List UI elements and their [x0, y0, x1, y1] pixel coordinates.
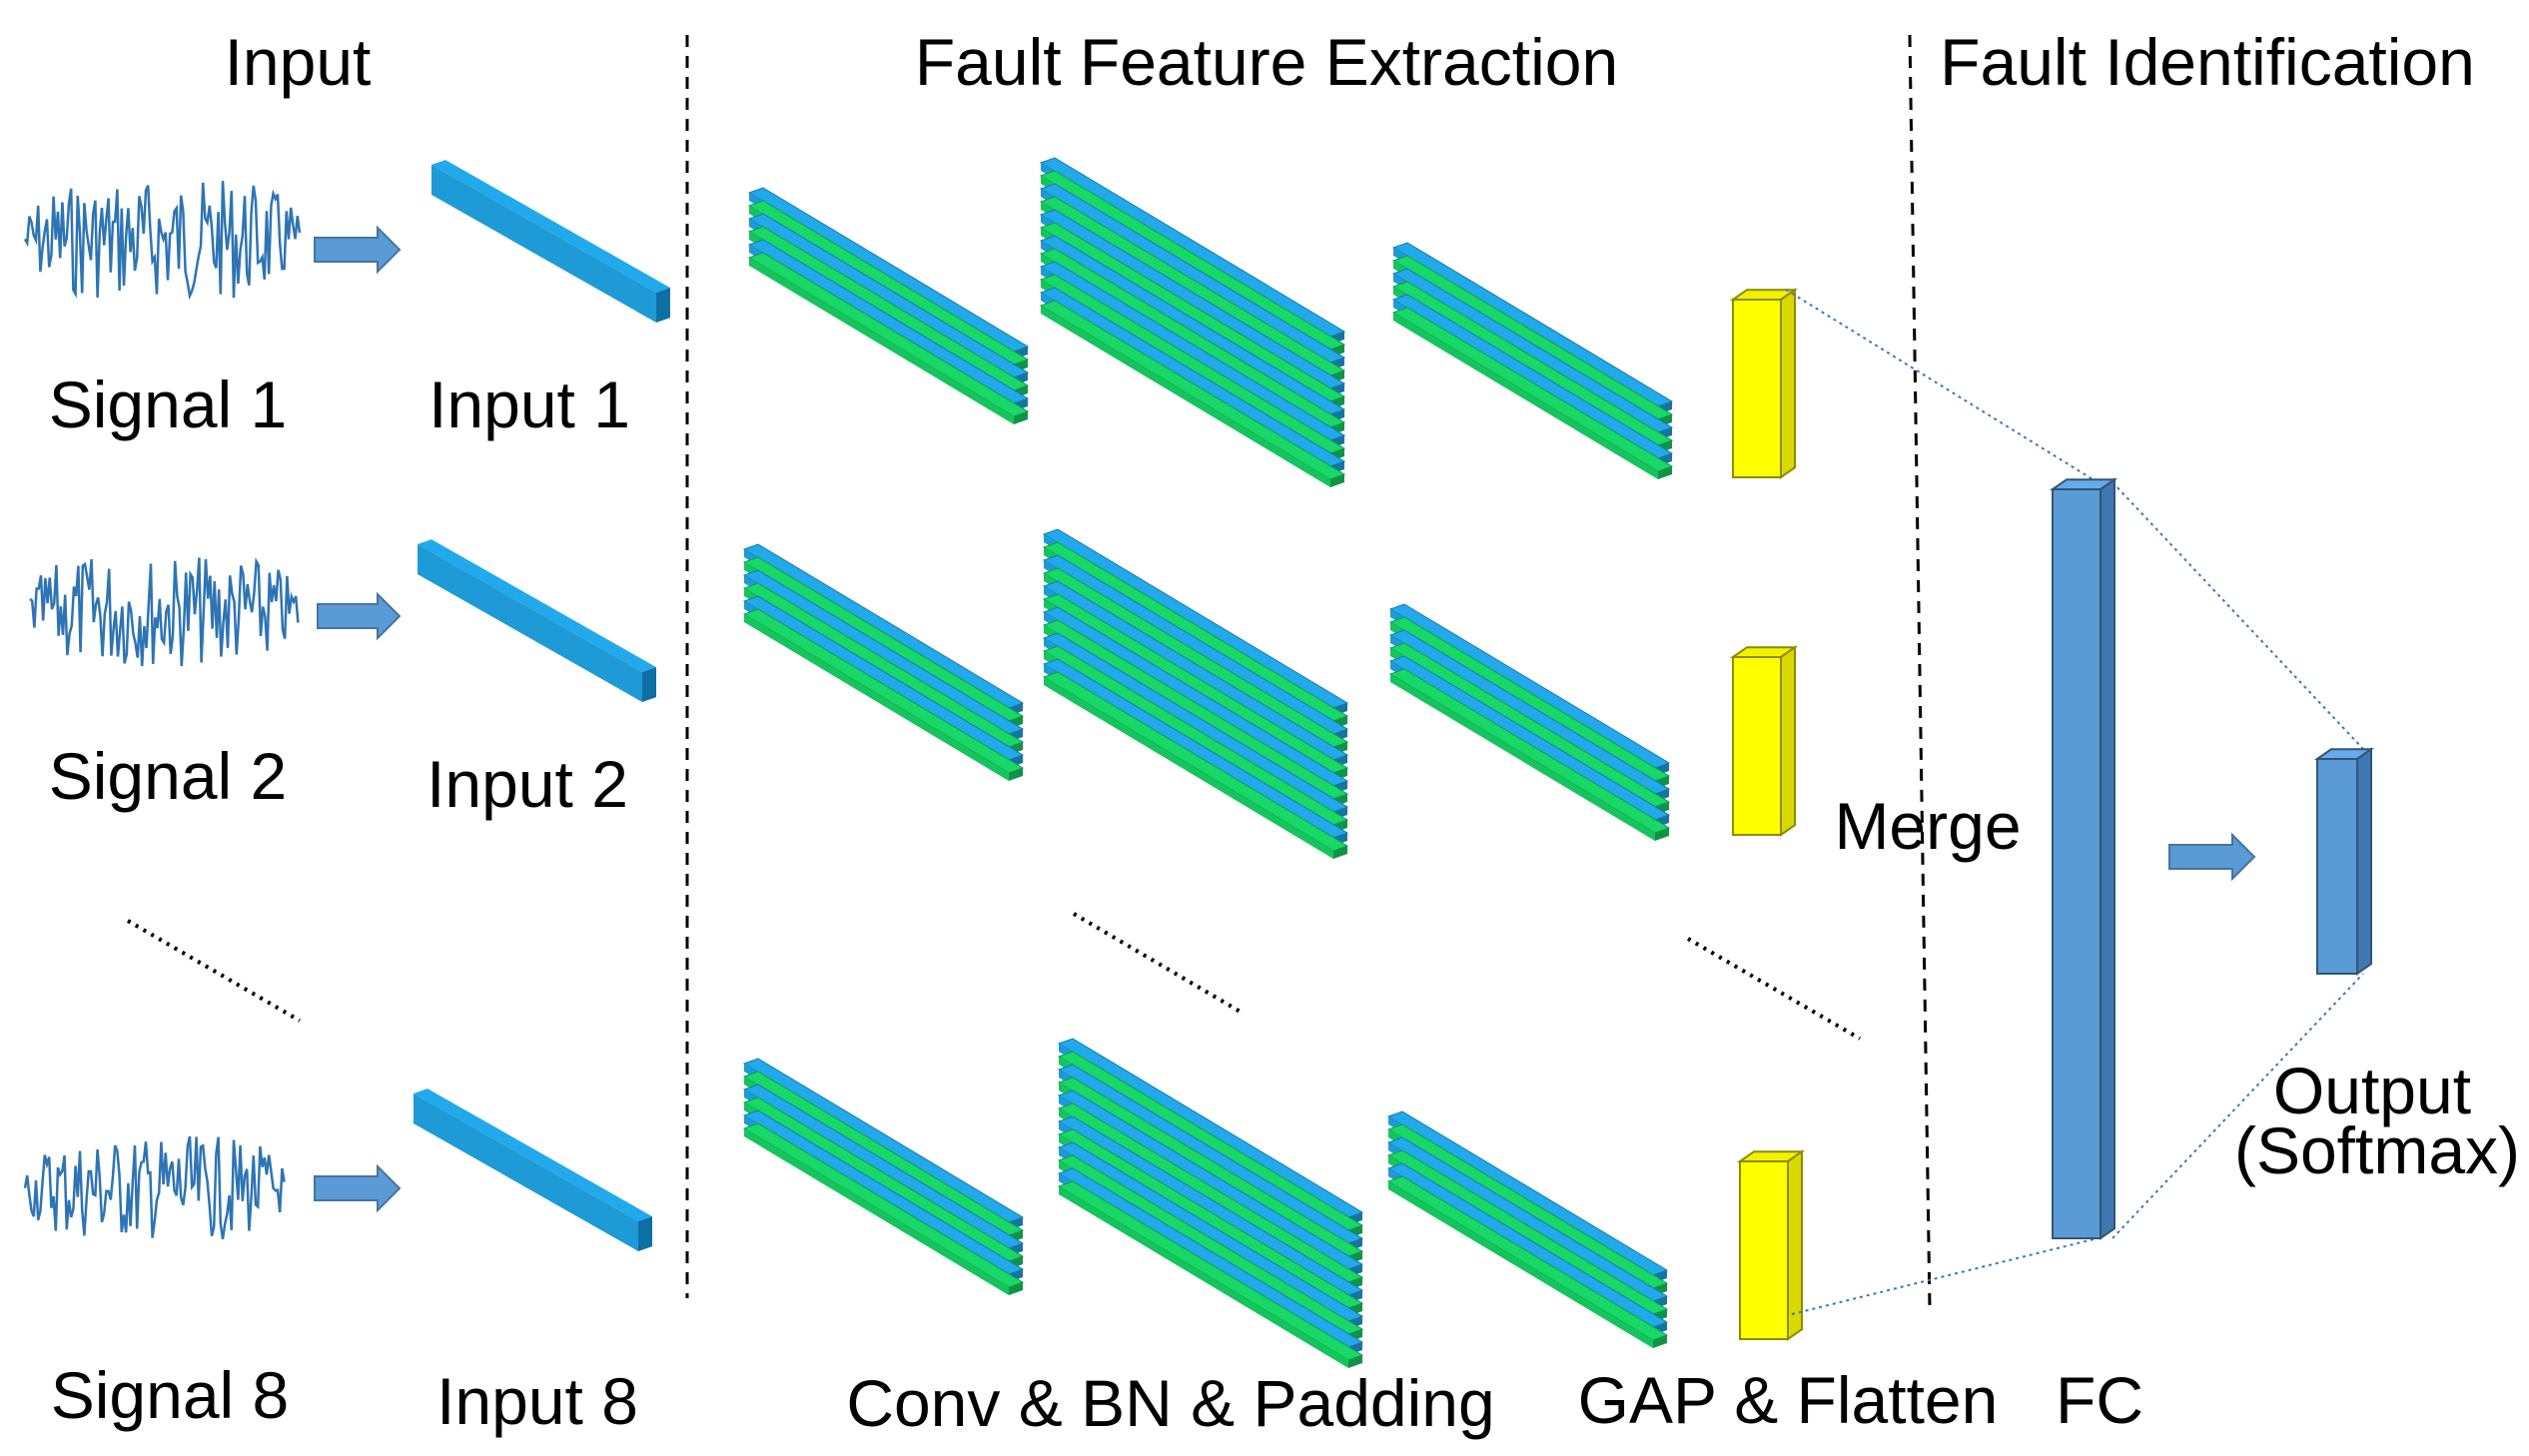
- input-bar: [418, 539, 656, 702]
- conv-layer: [742, 1084, 1025, 1256]
- gap-flatten-blocks: [1729, 288, 1806, 1341]
- conv-layer: [747, 213, 1030, 385]
- input-label: Input 2: [426, 747, 628, 821]
- fc-label: FC: [2056, 1363, 2143, 1437]
- output-block: [2313, 747, 2375, 976]
- conv-stack: [1391, 242, 1674, 479]
- signal-waveform: [23, 181, 302, 301]
- gap-block: [1729, 645, 1799, 837]
- bn-layer: [747, 252, 1030, 424]
- conv-layer: [1386, 1136, 1669, 1309]
- dotted-connectors: [1785, 289, 2364, 1315]
- conv-stack: [1039, 157, 1346, 487]
- bn-layer: [1388, 642, 1671, 815]
- bn-layer: [742, 1122, 1025, 1295]
- bn-layer: [1042, 671, 1349, 859]
- fc-blocks: [2049, 477, 2375, 1240]
- heading-input: Input: [225, 25, 372, 99]
- arrow-icon: [317, 591, 402, 641]
- fc-block: [2049, 477, 2118, 1240]
- signal-waveform: [23, 1135, 286, 1239]
- arrow-icon: [314, 225, 402, 275]
- bn-layer: [742, 1096, 1025, 1269]
- conv-stack: [742, 1058, 1025, 1295]
- input-bar: [414, 1089, 652, 1251]
- ellipsis-dots-signals: [126, 919, 302, 1023]
- signal-label: Signal 1: [49, 367, 288, 441]
- conv-stack: [1388, 603, 1671, 841]
- arrow-fc-to-output: [2168, 832, 2256, 882]
- conv-stack: [1386, 1110, 1669, 1348]
- arrow-icon: [2168, 832, 2256, 882]
- arrow-icon: [314, 1163, 402, 1213]
- bn-layer: [1057, 1180, 1364, 1368]
- conv-stack: [1042, 528, 1349, 859]
- input-bar: [431, 160, 670, 323]
- signal-waveform: [29, 556, 300, 666]
- gap-block: [1729, 288, 1799, 479]
- conv-stack: [742, 543, 1025, 781]
- bn-layer: [1388, 668, 1671, 841]
- input-label: Input 1: [428, 367, 630, 441]
- conv-stack: [747, 187, 1030, 424]
- separator-identification: [1908, 34, 1932, 1309]
- bn-layer: [1039, 300, 1346, 487]
- arrows-signal-to-input: [314, 225, 402, 1213]
- conv-bn-padding-stacks: [742, 157, 1674, 1368]
- gap-flatten-label: GAP & Flatten: [1578, 1363, 1999, 1437]
- input-bars: [414, 160, 670, 1251]
- bn-layer: [1391, 281, 1674, 453]
- bn-layer: [742, 608, 1025, 781]
- heading-fault-feature-extraction: Fault Feature Extraction: [915, 25, 1618, 99]
- ellipsis-dots-conv: [1072, 912, 1246, 1016]
- merge-label: Merge: [1834, 789, 2021, 863]
- bn-layer: [747, 226, 1030, 398]
- conv-layer: [1388, 629, 1671, 802]
- signal-label: Signal 2: [49, 739, 288, 813]
- output-softmax-label: (Softmax): [2234, 1113, 2520, 1187]
- heading-fault-identification: Fault Identification: [1940, 25, 2475, 99]
- bn-layer: [742, 582, 1025, 755]
- gap-block: [1736, 1149, 1806, 1341]
- signal-label: Signal 8: [51, 1358, 290, 1432]
- ellipsis-dots-gap: [1686, 937, 1862, 1041]
- conv-stack: [1057, 1038, 1364, 1368]
- bn-layer: [1386, 1175, 1669, 1348]
- conv-bn-padding-label: Conv & BN & Padding: [846, 1366, 1494, 1440]
- output-label: Output: [2273, 1054, 2471, 1127]
- conv-layer: [1391, 268, 1674, 440]
- conv-layer: [742, 569, 1025, 742]
- bn-layer: [1386, 1149, 1669, 1322]
- bn-layer: [1391, 307, 1674, 479]
- input-label: Input 8: [436, 1364, 638, 1438]
